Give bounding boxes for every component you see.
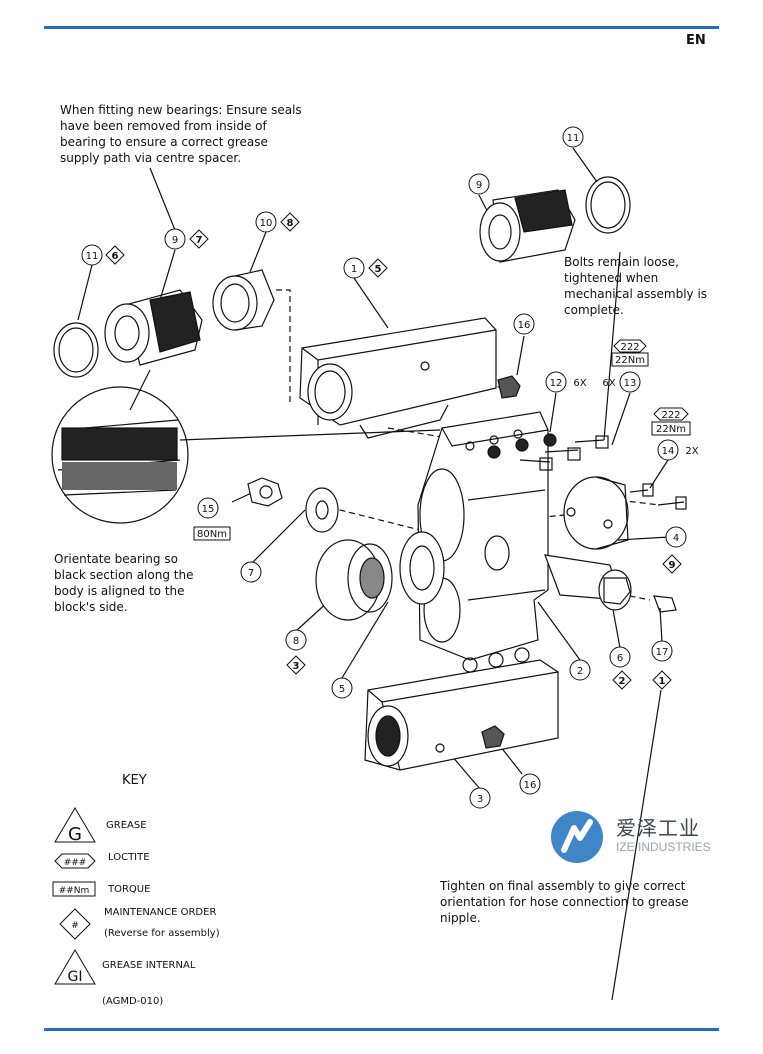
key-title: KEY (122, 773, 147, 788)
callout-17-text: 17 (656, 647, 669, 658)
order-diamond-8 (286, 655, 306, 675)
callout-6-text: 6 (617, 653, 623, 664)
callout-11b (562, 126, 584, 148)
callout-1-order: 5 (375, 264, 382, 275)
callout-13 (619, 371, 641, 393)
callout-5-text: 5 (339, 684, 345, 695)
callout-3 (469, 787, 491, 809)
order-diamond-9a (189, 229, 209, 249)
callout-10-order: 8 (287, 218, 294, 229)
key-grease-internal-triangle (54, 949, 96, 985)
callout-16b (519, 773, 541, 795)
callout-4 (665, 526, 687, 548)
torque-box-b (651, 421, 691, 436)
callout-13-text: 13 (624, 378, 637, 389)
logo-english-text: IZE INDUSTRIES (616, 840, 711, 854)
callout-14 (657, 439, 679, 461)
callout-8 (285, 629, 307, 651)
logo-chinese-text: 爱泽工业 (616, 816, 700, 840)
callout-4-text: 4 (673, 533, 679, 544)
order-diamond-1 (368, 258, 388, 278)
callout-1-text: 1 (351, 264, 357, 275)
callout-11a-text: 11 (86, 251, 99, 262)
callout-8-order: 3 (293, 661, 300, 672)
order-diamond-6 (612, 670, 632, 690)
callout-11a (81, 244, 103, 266)
key-order-symbol: # (71, 921, 79, 931)
key-grease-symbol: G (68, 824, 82, 845)
callout-7-text: 7 (248, 568, 254, 579)
loctite-lozenge-b (653, 407, 689, 421)
callout-9a (164, 228, 186, 250)
callout-16a-text: 16 (518, 320, 531, 331)
callout-4-order: 9 (669, 560, 676, 571)
callout-12 (545, 371, 567, 393)
callout-1 (343, 257, 365, 279)
order-diamond-10 (280, 212, 300, 232)
key-grease-label: GREASE (106, 820, 147, 831)
key-torque-box (52, 881, 96, 897)
callout-9b (468, 173, 490, 195)
ize-industries-logo: 爱泽工业 IZE INDUSTRIES (548, 808, 718, 866)
key-order-label: MAINTENANCE ORDER (104, 907, 217, 918)
order-diamond-11a (105, 245, 125, 265)
callout-6 (609, 646, 631, 668)
note-orientate-bearing: Orientate bearing so black section along… (54, 552, 194, 614)
callout-15-text: 15 (202, 504, 215, 515)
key-order-sub: (Reverse for assembly) (104, 928, 220, 939)
key-grease-triangle (54, 807, 96, 843)
key-loctite-label: LOCTITE (108, 852, 150, 863)
callout-16a (513, 313, 535, 335)
callout-8-text: 8 (293, 636, 299, 647)
key-loctite-symbol: ### (64, 858, 87, 868)
torque-box-15 (193, 526, 231, 541)
torque-box-a (611, 352, 649, 367)
callout-12-qty: 6X (573, 378, 586, 389)
callout-11b-text: 11 (567, 133, 580, 144)
callout-15 (197, 497, 219, 519)
top-rule (44, 26, 719, 29)
key-grease-internal-symbol: GI (68, 969, 83, 985)
callout-9a-text: 9 (172, 235, 178, 246)
key-torque-label: TORQUE (108, 884, 151, 895)
loctite-lozenge-a (613, 339, 647, 353)
callout-16b-text: 16 (524, 780, 537, 791)
note-bolts-loose: Bolts remain loose, tightened when mecha… (564, 255, 708, 317)
callout-6-order: 2 (619, 676, 626, 687)
note-bearing-fit: When fitting new bearings: Ensure seals … (60, 103, 302, 165)
callout-10 (255, 211, 277, 233)
callout-15-torque: 80Nm (197, 529, 227, 540)
callout-13-qty: 6X (602, 378, 615, 389)
callout-12-text: 12 (550, 378, 563, 389)
callout-3-text: 3 (477, 794, 483, 805)
loctite-a-text: 222 (620, 342, 639, 353)
callout-9b-text: 9 (476, 180, 482, 191)
loctite-b-text: 222 (661, 410, 680, 421)
language-label: EN (686, 33, 706, 48)
callout-17 (651, 640, 673, 662)
torque-b-text: 22Nm (656, 424, 686, 435)
callout-2 (569, 659, 591, 681)
key-loctite-lozenge (54, 853, 96, 869)
order-diamond-4 (662, 554, 682, 574)
callout-14-text: 14 (662, 446, 675, 457)
torque-a-text: 22Nm (615, 355, 645, 366)
key-order-diamond (59, 908, 91, 940)
key-torque-symbol: ##Nm (59, 886, 90, 896)
order-diamond-17 (652, 670, 672, 690)
callout-10-text: 10 (260, 218, 273, 229)
callout-14-qty: 2X (685, 446, 698, 457)
callout-9a-order: 7 (196, 235, 203, 246)
callout-11a-order: 6 (112, 251, 119, 262)
callout-2-text: 2 (577, 666, 583, 677)
key-grease-internal-label: GREASE INTERNAL (102, 960, 196, 971)
ize-logo-mark-icon (551, 811, 603, 863)
callout-17-order: 1 (659, 676, 666, 687)
document-reference: (AGMD-010) (102, 996, 164, 1007)
bottom-rule (44, 1028, 719, 1031)
callout-7 (240, 561, 262, 583)
callout-5 (331, 677, 353, 699)
